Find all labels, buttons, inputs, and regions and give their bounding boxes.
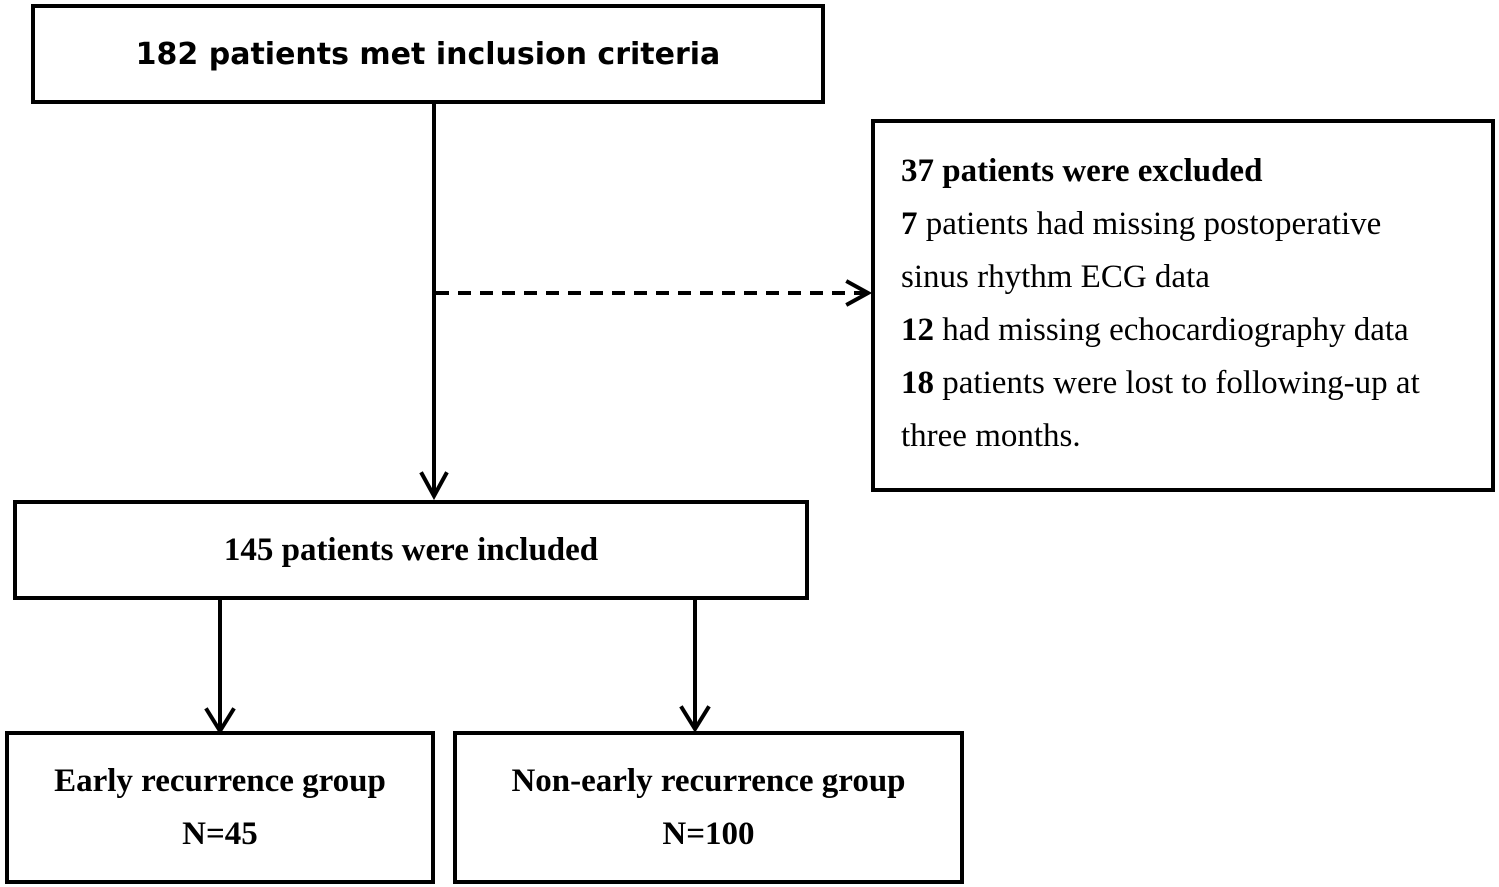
included-box: 145 patients were included bbox=[13, 500, 809, 600]
early-recurrence-box: Early recurrence group N=45 bbox=[5, 731, 435, 884]
arrow-main-head bbox=[419, 471, 449, 501]
exclusion-heading: 37 patients were excluded bbox=[901, 153, 1263, 189]
exclusion-reason-followup-cont: three months. bbox=[901, 418, 1081, 454]
exclusion-box: 37 patients were excluded 7 patients had… bbox=[871, 119, 1495, 492]
exclusion-reason-followup: 18 patients were lost to following-up at bbox=[901, 365, 1420, 401]
nonearly-group-label: Non-early recurrence group bbox=[511, 762, 906, 799]
inclusion-box: 182 patients met inclusion criteria bbox=[31, 4, 825, 104]
inclusion-text: 182 patients met inclusion criteria bbox=[135, 36, 721, 72]
exclusion-reason-echo: 12 had missing echocardiography data bbox=[901, 312, 1409, 348]
nonearly-group-count: N=100 bbox=[662, 815, 755, 852]
non-early-recurrence-box: Non-early recurrence group N=100 bbox=[453, 731, 964, 884]
arrow-nonearly-head bbox=[679, 705, 711, 733]
included-text: 145 patients were included bbox=[223, 531, 599, 568]
arrow-excluded-head bbox=[845, 279, 873, 307]
early-group-count: N=45 bbox=[182, 815, 258, 852]
early-group-label: Early recurrence group bbox=[54, 762, 386, 799]
exclusion-reason-ecg: 7 patients had missing postoperative bbox=[901, 206, 1382, 242]
exclusion-reason-ecg-cont: sinus rhythm ECG data bbox=[901, 259, 1210, 295]
